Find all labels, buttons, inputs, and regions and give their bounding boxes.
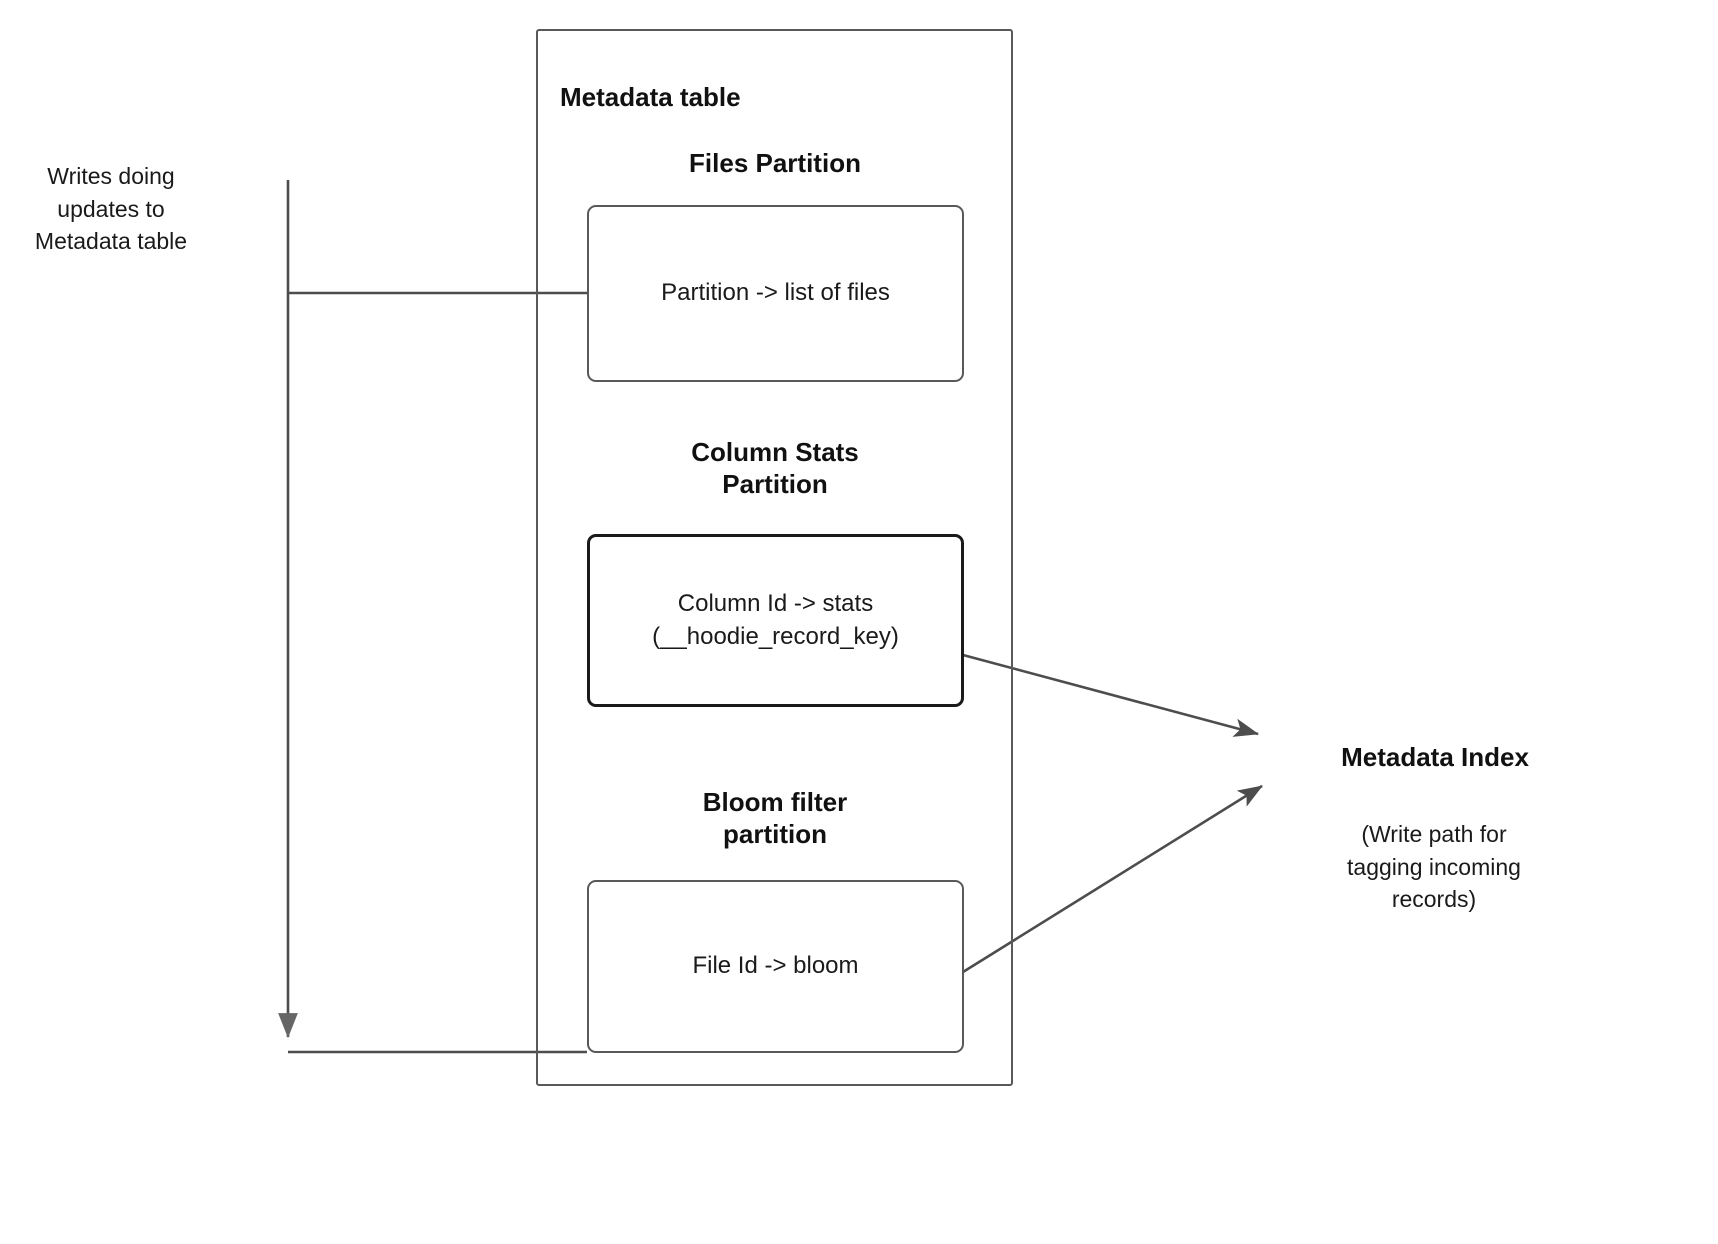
metadata-table-container — [536, 29, 1013, 1086]
bloom-filter-partition-box[interactable]: File Id -> bloom — [587, 880, 964, 1053]
metadata-index-title: Metadata Index — [1341, 742, 1529, 772]
metadata-index-caption: (Write path for tagging incoming records… — [1347, 821, 1521, 913]
column-stats-partition-box[interactable]: Column Id -> stats (__hoodie_record_key) — [587, 534, 964, 707]
column-stats-partition-box-text: Column Id -> stats (__hoodie_record_key) — [652, 590, 899, 650]
files-partition-box[interactable]: Partition -> list of files — [587, 205, 964, 382]
metadata-table-title: Metadata table — [560, 82, 741, 112]
bloom-filter-partition-header: Bloom filter partition — [702, 787, 848, 849]
files-partition-header: Files Partition — [689, 148, 861, 178]
bloom-filter-partition-box-text: File Id -> bloom — [692, 952, 859, 980]
writes-annotation-label: Writes doing updates to Metadata table — [34, 163, 188, 255]
files-partition-box-text: Partition -> list of files — [661, 279, 890, 307]
column-stats-partition-header: Column Stats Partition — [691, 437, 859, 499]
